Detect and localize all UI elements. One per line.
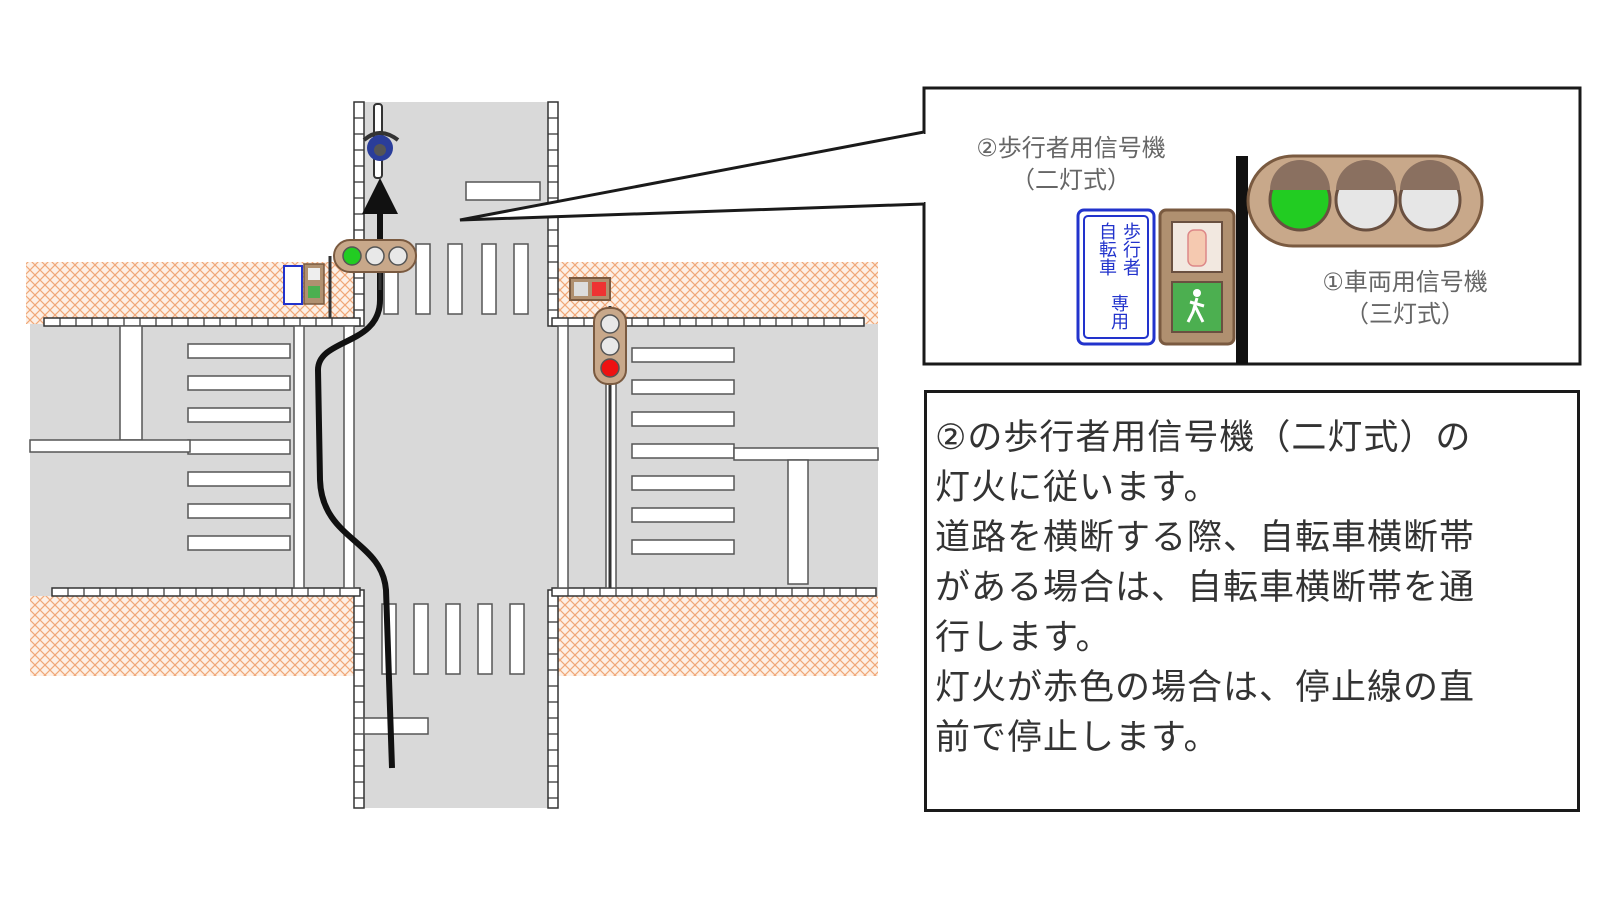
explanation-line: 前で停止します。 xyxy=(935,718,1220,758)
pedestrian-signal-label: ②歩行者用信号機 （二灯式） xyxy=(956,132,1186,196)
vehicle-signal-right xyxy=(569,277,627,588)
pedestrian-signal-large xyxy=(1158,208,1236,346)
signal-pole xyxy=(1236,156,1248,364)
vehicle-signal-upper-left xyxy=(333,239,417,290)
explanation-text: ②の歩行者用信号機（二灯式）の 灯火に従います。 道路を横断する際、自転車横断帯… xyxy=(935,413,1575,763)
vehicle-signal-label-line2: （三灯式） xyxy=(1345,300,1465,328)
cyclist-route-arrow xyxy=(314,178,398,769)
explanation-line: 灯火に従います。 xyxy=(935,468,1220,508)
horizontal-road-left xyxy=(30,324,358,596)
bicycle-pedestrian-sign xyxy=(1076,208,1156,346)
vehicle-signal-large xyxy=(1246,154,1484,248)
sign-text-bottom: 専用 xyxy=(1108,294,1129,330)
explanation-line: 道路を横断する際、自転車横断帯 xyxy=(935,518,1476,558)
vehicle-signal-label: ①車両用信号機 （三灯式） xyxy=(1290,266,1520,330)
sidewalk-bottom-right xyxy=(556,596,878,676)
sign-text-col1: 歩行者 xyxy=(1120,222,1141,276)
callout-pointer xyxy=(459,130,925,222)
explanation-line: 行します。 xyxy=(935,618,1112,658)
explanation-line: がある場合は、自転車横断帯を通 xyxy=(935,568,1476,608)
pedestrian-signal-label-line1: ②歩行者用信号機 xyxy=(976,134,1166,162)
pedestrian-signal-small-left xyxy=(283,256,332,318)
sign-text-col2: 自転車 xyxy=(1096,222,1117,276)
explanation-box: ②の歩行者用信号機（二灯式）の 灯火に従います。 道路を横断する際、自転車横断帯… xyxy=(924,390,1580,812)
pedestrian-signal-label-line2: （二灯式） xyxy=(1011,166,1131,194)
vehicle-signal-label-line1: ①車両用信号機 xyxy=(1322,268,1488,296)
explanation-line: ②の歩行者用信号機（二灯式）の xyxy=(935,418,1472,458)
explanation-line: 灯火が赤色の場合は、停止線の直 xyxy=(935,668,1476,708)
cyclist-icon xyxy=(362,103,400,179)
sidewalk-bottom-left xyxy=(30,596,356,676)
